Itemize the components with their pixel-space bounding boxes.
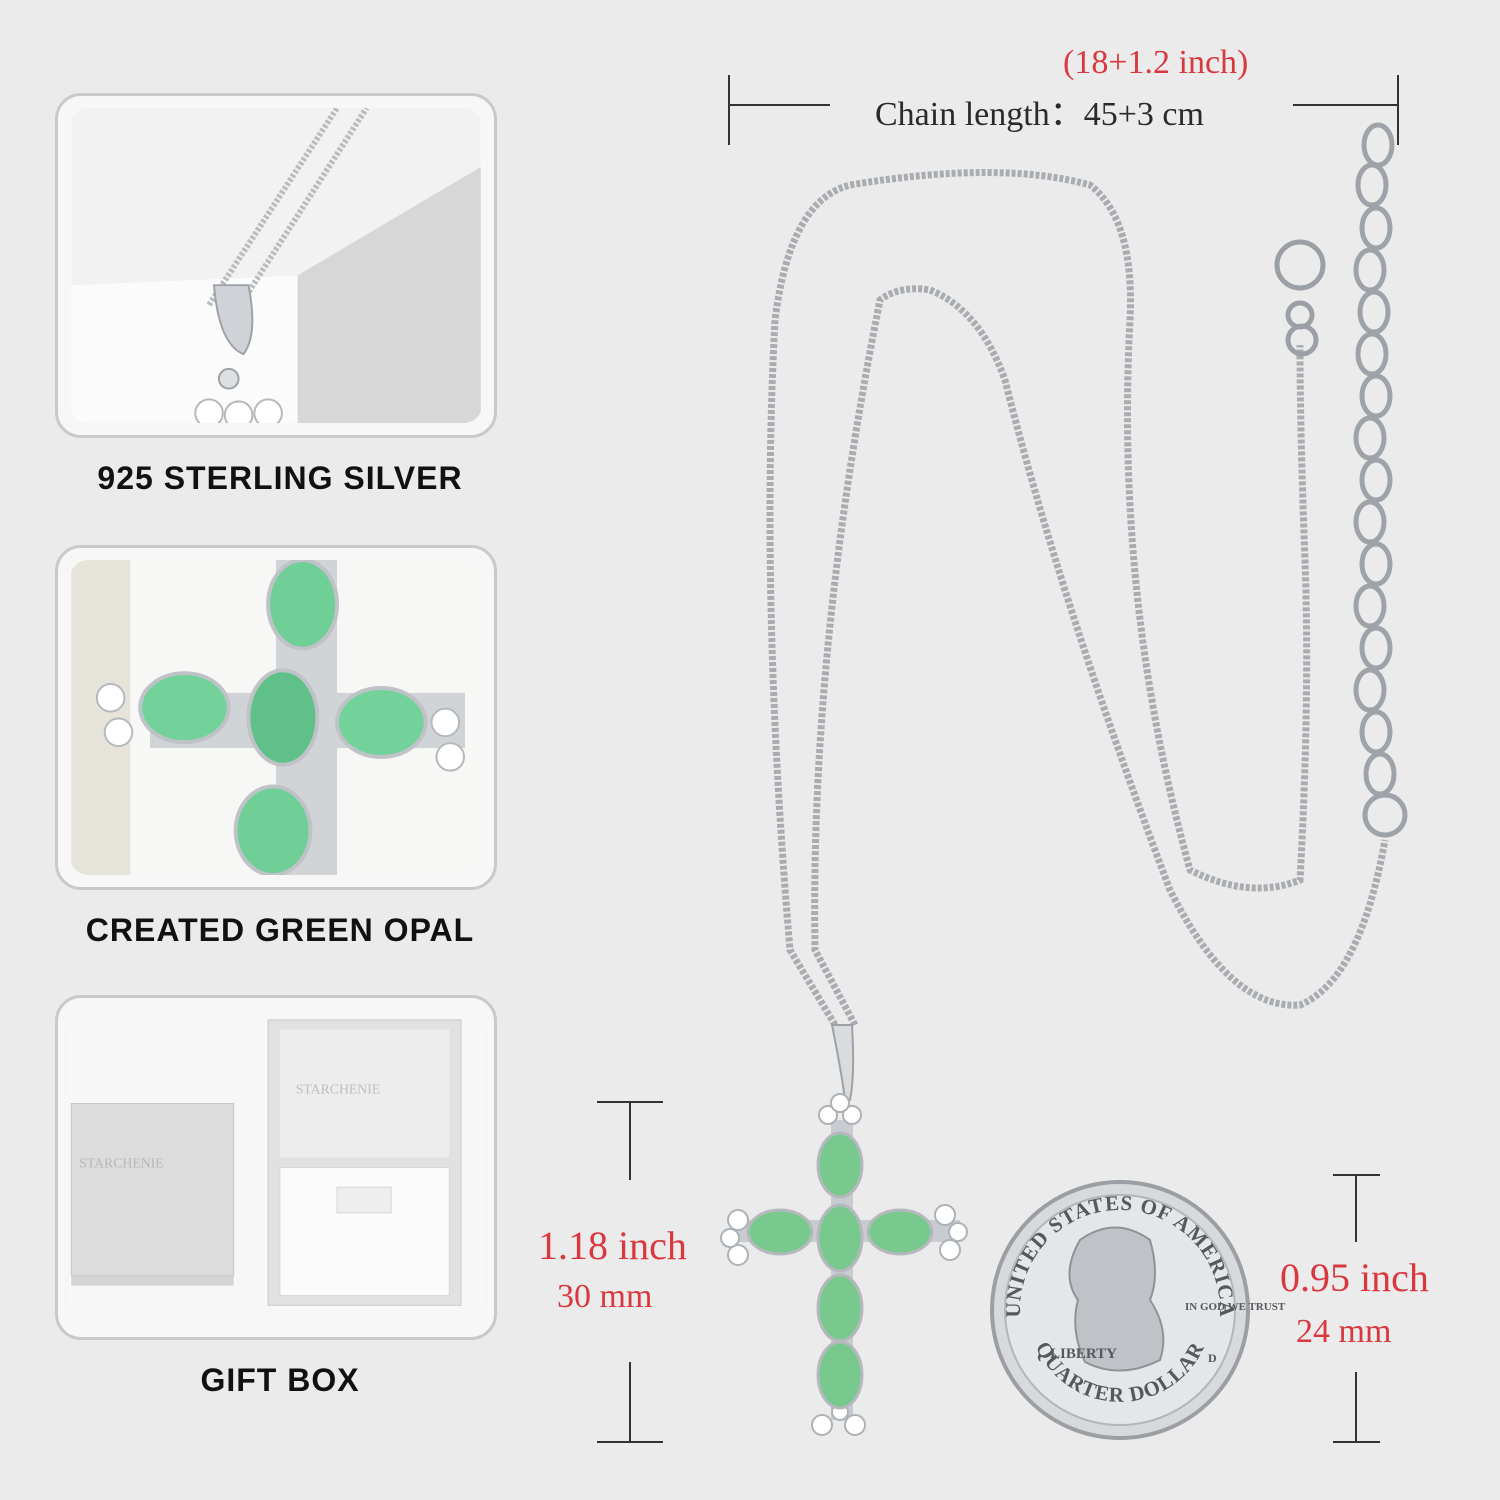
green-opal-cross-photo-icon [71,560,481,875]
coin-motto: IN GOD WE TRUST [1185,1301,1286,1313]
coin-mint-mark: D [1208,1351,1217,1365]
pendant-mm-label: 30 mm [557,1278,653,1315]
chain-length-label: Chain length：45+3 cm [875,96,1204,133]
coin-mm-label: 24 mm [1296,1313,1392,1350]
coin-liberty: LIBERTY [1050,1346,1117,1362]
pendant-dimension-line [597,1101,663,1443]
sterling-silver-panel [55,93,497,438]
gift-box-brand-open: STARCHENIE [296,1082,381,1097]
box-chain [766,169,1389,1027]
chain-dimension-line [728,75,1399,145]
gift-box-panel: STARCHENIE STARCHENIE [55,995,497,1340]
extender-chain [1353,122,1408,838]
gift-box-caption: GIFT BOX [200,1362,360,1398]
coin-inch-label: 0.95 inch [1280,1255,1429,1300]
green-opal-panel [55,545,497,890]
gift-box-brand-lid: STARCHENIE [79,1156,164,1171]
sterling-silver-caption: 925 STERLING SILVER [97,460,463,496]
coin-dimension-line [1333,1174,1380,1443]
spring-clasp [1274,239,1326,357]
pendant-inch-label: 1.18 inch [538,1223,687,1268]
quarter-coin: UNITED STATES OF AMERICA QUARTER DOLLAR … [990,1180,1286,1440]
chain-inch-label: (18+1.2 inch) [1063,44,1249,81]
gift-box-photo-icon: STARCHENIE STARCHENIE [70,1010,481,1325]
green-opal-caption: CREATED GREEN OPAL [85,912,475,948]
silver-bail-photo-icon [71,108,481,423]
cross-pendant [720,1024,968,1436]
